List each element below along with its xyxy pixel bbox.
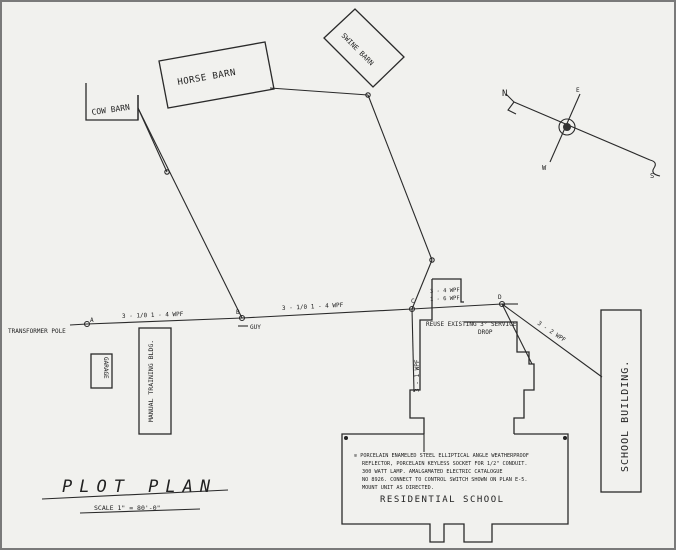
compass-e: E: [576, 87, 580, 94]
pole-horse: [365, 92, 371, 98]
note-line-5: MOUNT UNIT AS DIRECTED.: [362, 485, 434, 491]
run-c-down-label: 3 - 1 WPF: [414, 359, 421, 392]
note-line-4: NO 8926. CONNECT TO CONTROL SWITCH SHOWN…: [362, 477, 528, 483]
pole-b: [238, 314, 246, 322]
run-cd-label: 3 - 4 WPF: [430, 287, 460, 295]
horse-barn: HORSE BARN: [158, 41, 275, 109]
manual-training-label: MANUAL TRAINING BLDG.: [147, 340, 155, 422]
note-line-2: REFLECTOR, PORCELAIN KEYLESS SOCKET FOR …: [362, 461, 528, 467]
north-arrow-icon: N E S W: [502, 87, 661, 180]
swine-barn-label: SWINE BARN: [340, 32, 375, 67]
drop-label: DROP: [478, 329, 493, 336]
school-building: SCHOOL BUILDING.: [600, 309, 642, 493]
pole-cow: [164, 169, 170, 175]
guy-label: GUY: [250, 324, 261, 331]
scale-label: SCALE 1" = 80'-0": [94, 504, 161, 512]
garage: GARAGE: [90, 353, 113, 389]
cow-barn: COW BARN: [85, 83, 139, 121]
residential-school-label: RESIDENTIAL SCHOOL: [380, 495, 505, 505]
swine-barn: SWINE BARN: [323, 8, 405, 88]
garage-label: GARAGE: [102, 357, 109, 379]
manual-training-bldg: MANUAL TRAINING BLDG.: [138, 327, 172, 435]
fixture-symbol: [563, 436, 567, 440]
residential-school: RESIDENTIAL SCHOOL: [341, 278, 569, 543]
pole-c: [408, 305, 416, 313]
school-building-label: SCHOOL BUILDING.: [620, 360, 631, 472]
run-cd2-label: 1 - 6 WPF: [430, 295, 460, 303]
run-bc-label: 3 - 1/0 1 - 4 WPF: [282, 302, 344, 312]
fixture-note: ⊙ PORCELAIN ENAMELED STEEL ELLIPTICAL AN…: [354, 453, 529, 491]
run-ab-label: 3 - 1/0 1 - 4 WPF: [122, 311, 184, 320]
pole-c-label: C: [411, 298, 415, 305]
compass-w: W: [542, 164, 547, 172]
note-line-3: 300 WATT LAMP. AMALGAMATED ELECTRIC CATA…: [362, 469, 503, 475]
service-lines: [69, 87, 603, 393]
note-line-1: ⊙ PORCELAIN ENAMELED STEEL ELLIPTICAL AN…: [354, 453, 529, 459]
compass-s: S: [650, 172, 654, 180]
poles: [83, 92, 506, 328]
pole-d-label: D: [498, 294, 502, 301]
fixture-symbol: [344, 436, 348, 440]
pole-a: [83, 320, 91, 328]
cow-barn-label: COW BARN: [91, 103, 131, 117]
compass-n: N: [502, 89, 507, 99]
plot-plan-title: PLOT PLAN: [62, 477, 217, 497]
pole-d: [498, 300, 506, 308]
title-block: PLOT PLAN SCALE 1" = 80'-0": [41, 477, 229, 514]
reuse-existing-label: REUSE EXISTING 3° SERVICE: [426, 321, 517, 328]
transformer-pole-label: TRANSFORMER POLE: [8, 328, 66, 335]
horse-barn-label: HORSE BARN: [177, 68, 237, 88]
pole-swine: [429, 257, 435, 263]
line-labels: TRANSFORMER POLE A B C D 3 - 1/0 1 - 4 W…: [8, 287, 567, 392]
pole-b-label: B: [236, 309, 240, 316]
pole-a-label: A: [90, 317, 94, 324]
